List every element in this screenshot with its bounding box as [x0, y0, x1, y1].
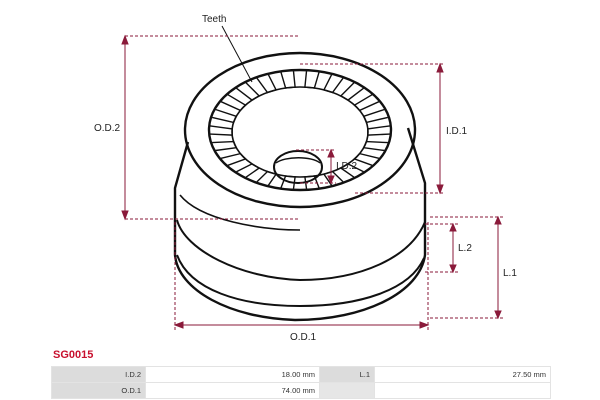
- tooth: [220, 94, 247, 112]
- teeth-leader: [221, 25, 253, 83]
- tooth: [235, 82, 261, 101]
- id1-label: I.D.1: [446, 126, 468, 137]
- tooth: [210, 125, 233, 136]
- l1-label: L.1: [503, 268, 517, 279]
- spec-label: I.D.2: [51, 366, 146, 383]
- tooth: [212, 140, 238, 152]
- tooth: [322, 170, 344, 186]
- spec-value: [374, 382, 551, 399]
- spec-label: [319, 382, 375, 399]
- tooth: [236, 163, 261, 178]
- spec-row: I.D.2 18.00 mm L.1 27.50 mm: [51, 366, 551, 383]
- id2-label: I.D.2: [336, 161, 358, 172]
- tooth: [339, 82, 365, 101]
- inner-rim: [207, 68, 393, 192]
- spec-row: O.D.1 74.00 mm: [51, 382, 551, 399]
- tooth: [362, 140, 388, 152]
- tooth: [322, 74, 344, 94]
- spec-value: 18.00 mm: [145, 366, 320, 383]
- technical-drawing: Teeth O: [94, 14, 517, 343]
- od1-label: O.D.1: [290, 332, 317, 343]
- od2-label: O.D.2: [94, 123, 121, 134]
- tooth: [367, 125, 390, 136]
- spec-label: L.1: [319, 366, 375, 383]
- tooth: [280, 71, 296, 89]
- tooth: [353, 94, 380, 112]
- tooth: [362, 108, 389, 124]
- outer-rim: [183, 51, 417, 209]
- tooth: [220, 152, 247, 166]
- tooth: [339, 163, 364, 178]
- center-bore: [273, 150, 323, 184]
- spec-table: I.D.2 18.00 mm L.1 27.50 mm O.D.1 74.00 …: [51, 366, 551, 399]
- spec-label: O.D.1: [51, 382, 146, 399]
- spec-value: 74.00 mm: [145, 382, 320, 399]
- dimension-lines: [121, 34, 503, 330]
- gear-body: [173, 127, 427, 322]
- teeth-label: Teeth: [202, 14, 226, 25]
- teeth: [210, 71, 390, 189]
- l2-label: L.2: [458, 243, 472, 254]
- tooth: [256, 74, 278, 94]
- tooth: [211, 108, 238, 124]
- tooth: [353, 152, 380, 166]
- spec-value: 27.50 mm: [374, 366, 551, 383]
- tooth: [304, 71, 320, 89]
- part-code: SG0015: [53, 349, 94, 361]
- top-face: [183, 51, 417, 209]
- tooth: [256, 170, 278, 186]
